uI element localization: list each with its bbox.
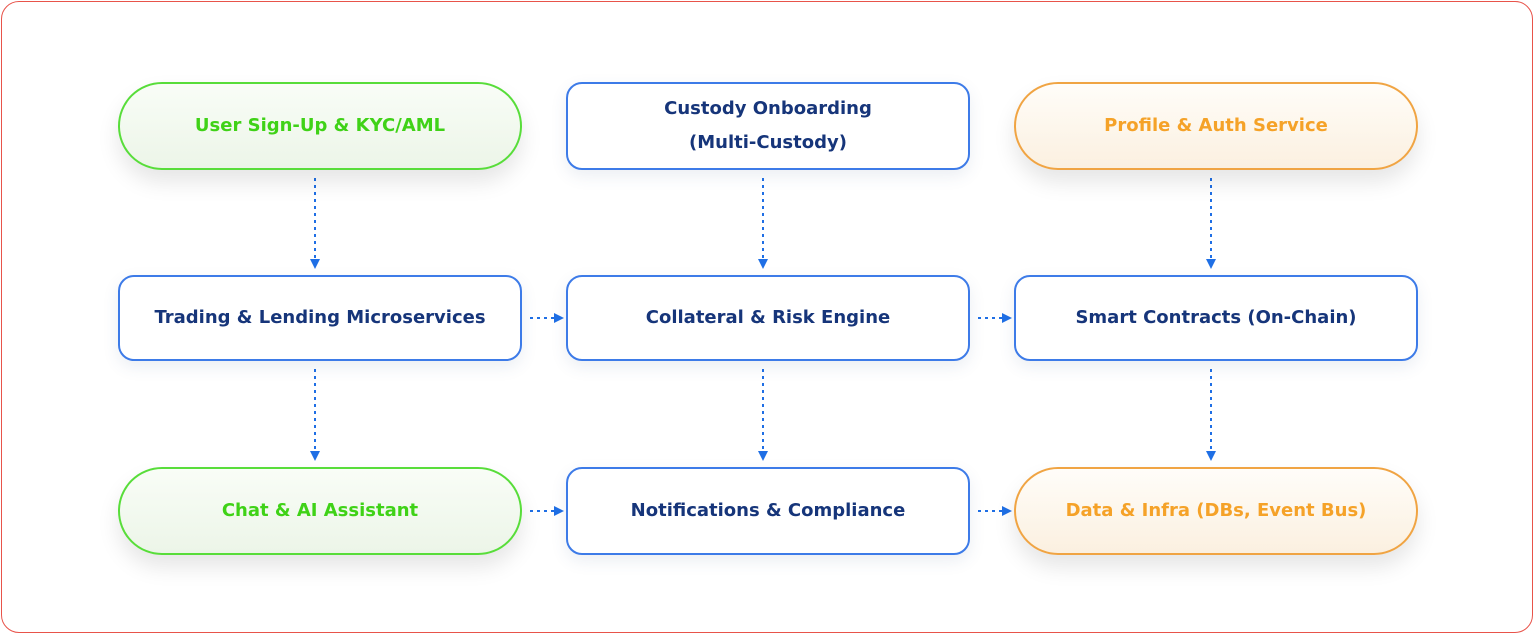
- node-notifications-compliance: Notifications & Compliance: [566, 467, 970, 555]
- node-label: User Sign-Up & KYC/AML: [194, 115, 446, 136]
- node-label: Custody Onboarding (Multi-Custody): [664, 98, 872, 153]
- node-custody-onboarding: Custody Onboarding (Multi-Custody): [566, 82, 970, 170]
- node-trading-lending-microservices: Trading & Lending Microservices: [118, 275, 522, 361]
- node-label: Notifications & Compliance: [630, 500, 906, 521]
- node-label: Collateral & Risk Engine: [645, 307, 891, 328]
- node-chat-ai-assistant: Chat & AI Assistant: [118, 467, 522, 555]
- node-user-signup-kyc-aml: User Sign-Up & KYC/AML: [118, 82, 522, 170]
- node-label: Trading & Lending Microservices: [154, 307, 486, 328]
- node-profile-auth-service: Profile & Auth Service: [1014, 82, 1418, 170]
- node-label: Data & Infra (DBs, Event Bus): [1065, 500, 1367, 521]
- node-collateral-risk-engine: Collateral & Risk Engine: [566, 275, 970, 361]
- node-label: Profile & Auth Service: [1104, 115, 1328, 136]
- node-label: Chat & AI Assistant: [221, 500, 419, 521]
- node-data-infra: Data & Infra (DBs, Event Bus): [1014, 467, 1418, 555]
- node-smart-contracts: Smart Contracts (On-Chain): [1014, 275, 1418, 361]
- node-label: Smart Contracts (On-Chain): [1075, 307, 1357, 328]
